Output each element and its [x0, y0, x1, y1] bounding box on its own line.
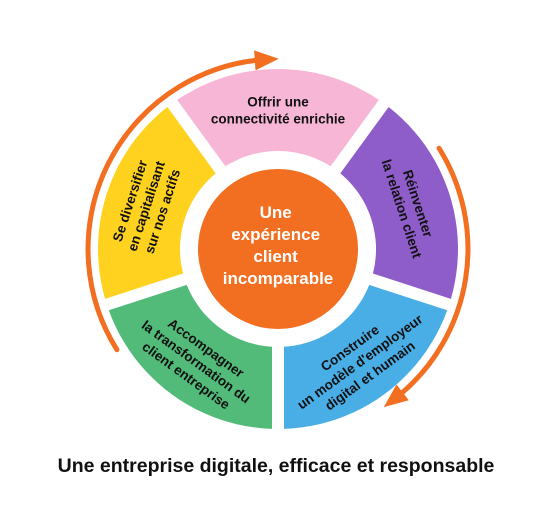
center-line-4: incomparable: [223, 269, 334, 288]
segment-label-line: connectivité enrichie: [211, 112, 346, 127]
center-label: Une expérience client incomparable: [223, 203, 334, 288]
cycle-arrows: [85, 50, 471, 408]
strategy-segments: Offrir une connectivité enrichieRéinvente…: [98, 69, 458, 429]
center-circle: [198, 169, 358, 329]
segment-left: Se diversifieren capitalisantsur nos act…: [98, 107, 216, 299]
center-core: Une expérience client incomparable: [198, 169, 358, 329]
center-line-2: expérience: [231, 225, 320, 244]
segment-shape-bottom-left: [108, 284, 272, 429]
cycle-arrowhead-bottom-right: [383, 384, 409, 408]
center-line-3: client: [253, 247, 298, 266]
cycle-arrowhead-top: [254, 50, 279, 71]
segment-label-top: Offrir une connectivité enrichie: [211, 95, 346, 127]
segment-right: Réinventerla relation client: [340, 107, 458, 299]
center-line-1: Une: [260, 203, 292, 222]
segment-shape-top: [177, 69, 379, 167]
segment-shape-left: [98, 107, 216, 299]
segment-shape-right: [340, 107, 458, 299]
segment-label-line: Offrir une: [247, 95, 309, 110]
cycle-arrow-arc-right: [397, 145, 471, 397]
cycle-arrow-arc-left: [85, 57, 268, 353]
segment-top: Offrir une connectivité enrichie: [177, 69, 379, 167]
strategy-wheel-diagram: Offrir une connectivité enrichieRéinvente…: [85, 50, 471, 429]
segment-shape-bottom-right: [284, 284, 448, 429]
diagram-footer-caption: Une entreprise digitale, efficace et res…: [57, 455, 495, 477]
